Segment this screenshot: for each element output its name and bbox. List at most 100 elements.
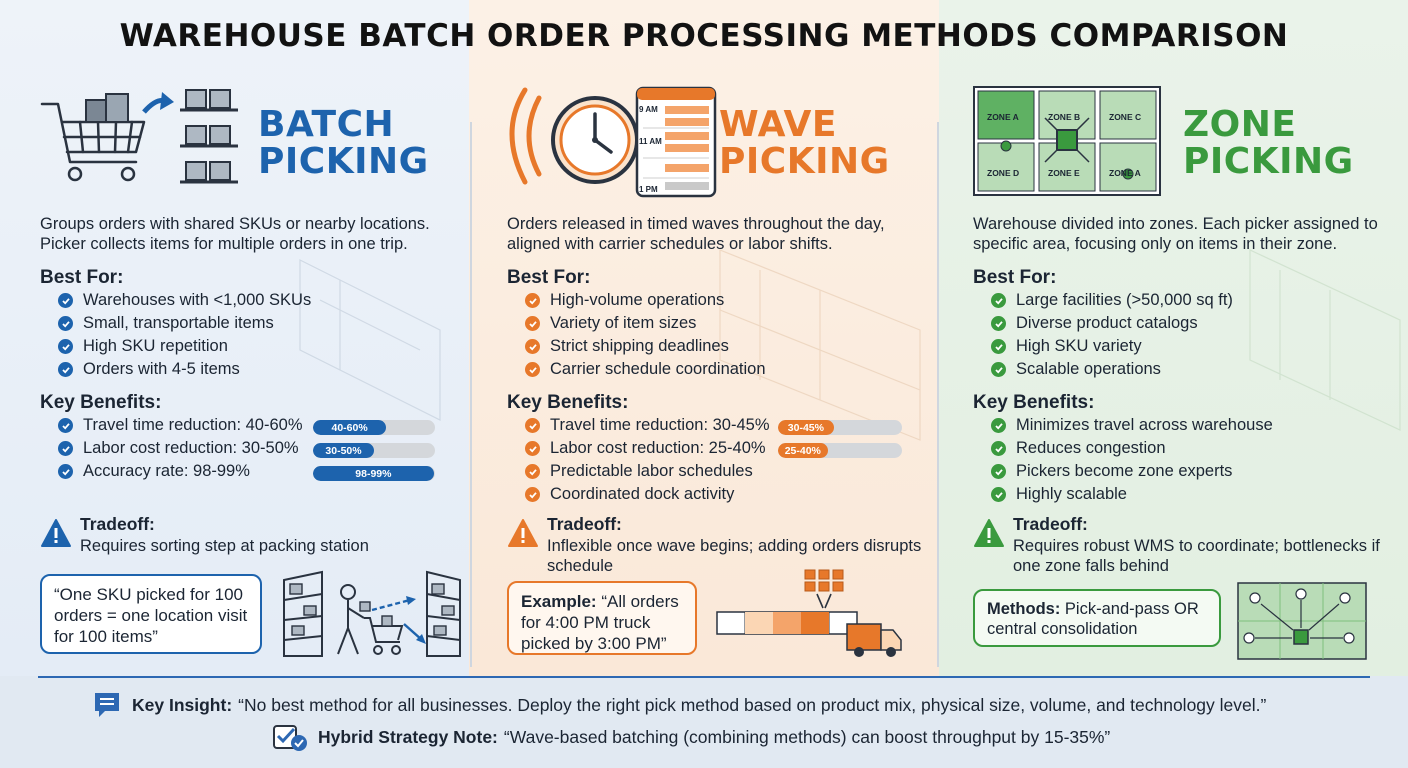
check-icon: [58, 362, 73, 377]
hybrid-strategy-note: Hybrid Strategy Note: “Wave-based batchi…: [272, 722, 1110, 752]
best-for-heading: Best For:: [40, 267, 124, 288]
warning-icon: [508, 519, 538, 547]
check-icon: [58, 441, 73, 456]
list-item: High SKU variety: [991, 335, 1233, 358]
checklist-icon: [273, 725, 307, 751]
schedule-time: 9 AM: [639, 105, 658, 114]
best-for-heading: Best For:: [507, 267, 591, 288]
list-item: Predictable labor schedules: [525, 460, 770, 483]
quote-callout: “One SKU picked for 100 orders = one loc…: [40, 574, 262, 654]
check-icon: [525, 293, 540, 308]
zone-picking-column: ZONE A ZONE B ZONE C ZONE D ZONE E ZONE …: [955, 0, 1405, 676]
zone-map-icon: [973, 86, 1161, 196]
key-benefits-heading: Key Benefits:: [507, 392, 629, 413]
column-divider: [937, 122, 939, 667]
list-item: Pickers become zone experts: [991, 460, 1273, 483]
check-icon: [525, 418, 540, 433]
warning-icon: [41, 519, 71, 547]
benefit-bar: 30-45%: [778, 420, 902, 435]
key-insight-text: “No best method for all businesses. Depl…: [238, 694, 1267, 715]
list-item: Minimizes travel across warehouse: [991, 414, 1273, 437]
check-icon: [58, 464, 73, 479]
key-insight: Key Insight: “No best method for all bus…: [92, 690, 1266, 720]
check-icon: [525, 339, 540, 354]
check-icon: [525, 464, 540, 479]
tradeoff-heading: Tradeoff:: [80, 514, 155, 534]
key-insight-label: Key Insight:: [132, 694, 233, 715]
list-item: Labor cost reduction: 25-40%: [525, 437, 770, 460]
speech-bubble-icon: [95, 693, 119, 717]
warning-icon: [974, 519, 1004, 547]
list-item: Large facilities (>50,000 sq ft): [991, 289, 1233, 312]
check-icon: [58, 418, 73, 433]
zone-label: ZONE B: [1048, 112, 1081, 122]
check-icon: [525, 316, 540, 331]
list-item: Variety of item sizes: [525, 312, 766, 335]
check-icon: [58, 339, 73, 354]
list-item: Coordinated dock activity: [525, 483, 770, 506]
benefit-bar: 30-50%: [313, 443, 435, 458]
clock-schedule-icon: [509, 86, 717, 198]
picker-with-cart-icon: [283, 570, 461, 657]
check-icon: [991, 418, 1006, 433]
check-icon: [58, 316, 73, 331]
zone-label: ZONE C: [1109, 112, 1142, 122]
central-consolidation-icon: [1237, 582, 1367, 660]
column-divider: [470, 122, 472, 667]
zone-label: ZONE D: [987, 168, 1020, 178]
batch-background: [0, 0, 469, 676]
footer: [0, 676, 1408, 768]
zone-label: ZONE A: [987, 112, 1019, 122]
hybrid-label: Hybrid Strategy Note:: [318, 726, 498, 747]
benefit-bar-fill: 30-50%: [313, 443, 374, 458]
methods-text: Pick-and-pass OR central consolidation: [987, 600, 1199, 638]
example-text: “All orders for 4:00 PM truck picked by …: [521, 592, 679, 653]
example-callout: Example: “All orders for 4:00 PM truck p…: [507, 581, 697, 655]
tradeoff-text: Requires robust WMS to coordinate; bottl…: [1013, 537, 1380, 575]
key-benefits-list: Minimizes travel across warehouse Reduce…: [991, 414, 1273, 506]
key-benefits-heading: Key Benefits:: [40, 392, 162, 413]
best-for-list: Warehouses with <1,000 SKUs Small, trans…: [58, 289, 311, 381]
footer-divider: [38, 676, 1370, 678]
key-benefits-list: Travel time reduction: 40-60% Labor cost…: [58, 414, 303, 483]
list-item: High-volume operations: [525, 289, 766, 312]
list-item: Carrier schedule coordination: [525, 358, 766, 381]
benefit-bar: 25-40%: [778, 443, 902, 458]
best-for-list: Large facilities (>50,000 sq ft) Diverse…: [991, 289, 1233, 381]
method-description: Groups orders with shared SKUs or nearby…: [40, 215, 430, 253]
tradeoff-heading: Tradeoff:: [1013, 514, 1088, 534]
check-icon: [991, 487, 1006, 502]
list-item: Small, transportable items: [58, 312, 311, 335]
schedule-time: 11 AM: [639, 137, 662, 146]
best-for-heading: Best For:: [973, 267, 1057, 288]
check-icon: [991, 362, 1006, 377]
key-benefits-heading: Key Benefits:: [973, 392, 1095, 413]
list-item: Reduces congestion: [991, 437, 1273, 460]
list-item: Strict shipping deadlines: [525, 335, 766, 358]
benefit-bar-fill: 98-99%: [313, 466, 434, 481]
blueprint-decoration: [299, 249, 1401, 441]
method-description: Orders released in timed waves throughou…: [507, 215, 885, 253]
method-description: Warehouse divided into zones. Each picke…: [973, 215, 1378, 253]
methods-label: Methods:: [987, 600, 1061, 618]
check-icon: [525, 362, 540, 377]
list-item: Highly scalable: [991, 483, 1273, 506]
list-item: Scalable operations: [991, 358, 1233, 381]
benefit-bar-fill: 25-40%: [778, 443, 828, 458]
best-for-list: High-volume operations Variety of item s…: [525, 289, 766, 381]
schedule-time: 1 PM: [639, 185, 658, 194]
zone-label: ZONE E: [1048, 168, 1080, 178]
benefit-bar-fill: 40-60%: [313, 420, 387, 435]
methods-callout: Methods: Pick-and-pass OR central consol…: [973, 589, 1221, 647]
list-item: Diverse product catalogs: [991, 312, 1233, 335]
benefit-bar: 98-99%: [313, 466, 435, 481]
check-icon: [991, 293, 1006, 308]
list-item: Travel time reduction: 30-45%: [525, 414, 770, 437]
hybrid-text: “Wave-based batching (combining methods)…: [503, 726, 1111, 747]
check-icon: [991, 316, 1006, 331]
tradeoff-text: Inflexible once wave begins; adding orde…: [547, 537, 922, 575]
